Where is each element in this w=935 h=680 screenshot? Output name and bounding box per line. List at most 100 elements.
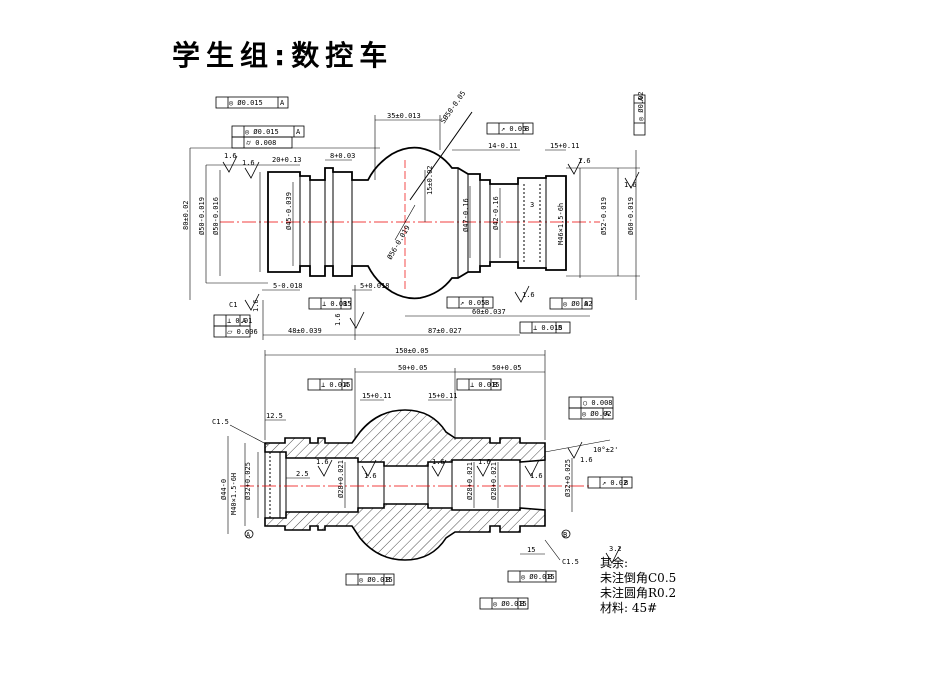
dim-15-lower: 15 [527,546,535,554]
notes-line-material: 材料: 45# [600,601,658,615]
dim-phi42: Ø42-0.16 [492,196,500,230]
datum-b: B [563,531,567,539]
dim-angle: 10°±2' [593,446,618,454]
upper-view [189,94,646,340]
dim-phi52: Ø52-0.019 [600,197,608,235]
upper-frame-6-datum: B [343,300,347,308]
dim-48: 48±0.039 [288,327,322,335]
upper-frame-9-datum: B [485,299,489,307]
lower-frame-4-datum: A [605,410,610,418]
notes-line-chamfer: 未注倒角C0.5 [600,571,677,585]
upper-frame-4-datum: B [525,125,529,133]
dim-phi50b: Ø50-0.016 [212,197,220,235]
lower-frame-7-value: ◎ Ø0.015 [521,573,555,581]
chamfer-c1-5-right: C1.5 [562,558,579,566]
dim-60: 60±0.037 [472,308,506,316]
roughness-l4: 1.6 [478,458,491,466]
upper-frame-1-datum: A [280,99,285,107]
lower-frame-1-datum: A [344,381,349,389]
dim-phi47: Ø47-0.16 [462,198,470,232]
upper-frame-2-value: ◎ Ø0.015 [245,128,279,136]
dim-phi28c: Ø28+0.021 [490,462,498,500]
roughness-u4: 1.6 [578,157,591,165]
dim-phi50a: Ø50-0.019 [198,197,206,235]
roughness-l1: 1.6 [316,458,329,466]
upper-frame-7-datum: A [242,317,247,325]
dim-50a: 50+0.05 [398,364,428,372]
upper-frame-8-value: ⏥ 0.006 [227,328,258,336]
lower-frame-6-datum: B [386,576,390,584]
dim-phi60: Ø60-0.019 [627,197,635,235]
dim-15b-lower: 15+0.11 [428,392,458,400]
datum-a: A [246,531,251,539]
lower-frame-6-value: ◎ Ø0.015 [359,576,393,584]
dim-87: 87±0.027 [428,327,462,335]
dim-phi32-right: Ø32+0.025 [564,459,572,497]
page-title: 学生组:数控车 [172,39,394,72]
technical-notes: 其余: 未注倒角C0.5 未注圆角R0.2 材料: 45# [600,556,676,616]
notes-line-other: 其余: [600,556,629,570]
dim-8: 8+0.03 [330,152,355,160]
roughness-u7: 1.6 [252,299,260,312]
dim-80: 80±0.02 [182,200,190,230]
dim-14: 14-0.11 [488,142,518,150]
dim-5a: 5-0.018 [273,282,303,290]
chamfer-c1: C1 [229,301,237,309]
chamfer-c1-5-left: C1.5 [212,418,229,426]
dim-phi28a: Ø28+0.021 [337,460,345,498]
upper-frame-4-value: ↗ 0.05 [501,125,526,133]
roughness-u5: 1.6 [624,181,637,189]
dim-15: 15±0.02 [426,165,434,195]
dim-m40: M40×1.5-6H [230,473,238,515]
upper-frame-2-datum: A [296,128,301,136]
lower-frame-2-value: ⊥ 0.015 [470,381,500,389]
dim-phi56: Ø56-0.019 [386,224,412,261]
upper-shaft-outline [267,146,567,300]
dim-12-5: 12.5 [266,412,283,420]
lower-frame-5-value: ↗ 0.02 [602,479,627,487]
upper-frame-9-value: ↗ 0.05 [460,299,485,307]
lower-frame-5-datum: B [624,479,628,487]
dim-phi32-left: Ø32+0.025 [244,462,252,500]
upper-frame-10-datum: A [584,300,589,308]
roughness-u2: 1.6 [242,159,255,167]
roughness-l2: 1.6 [364,472,377,480]
lower-section [264,409,546,467]
upper-frame-3-value: ⌭ 0.008 [246,139,276,147]
lower-frame-8-datum: B [520,600,524,608]
upper-frame-11-value: ⊥ 0.015 [533,324,563,332]
notes-line-fillet: 未注圆角R0.2 [600,586,677,600]
lower-view [227,350,633,610]
upper-frame-10-value: ◎ Ø0.02 [563,300,593,308]
dim-2-5: 2.5 [296,470,309,478]
lower-frame-2-datum: B [493,381,497,389]
dim-15a: 15+0.11 [362,392,392,400]
dim-20: 20+0.13 [272,156,302,164]
dim-150: 150±0.05 [395,347,429,355]
lower-view-labels: 150±0.05 50+0.05 50+0.05 15+0.11 15+0.11… [212,347,628,608]
upper-frame-6-value: ⊥ 0.015 [322,300,352,308]
lower-frame-7-datum: B [548,573,552,581]
dim-sphere: SØ50-0.05 [439,89,467,125]
dim-3: 3 [530,201,534,209]
dim-phi45: Ø45-0.039 [285,192,293,230]
upper-frame-1-value: ◎ Ø0.015 [229,99,263,107]
upper-frame-5-value: ◎ Ø0.02 [637,91,645,121]
roughness-l5: 1.6 [530,472,543,480]
lower-frame-8-value: ◎ Ø0.015 [493,600,527,608]
roughness-l6: 1.6 [580,456,593,464]
roughness-u3: 1.6 [522,291,535,299]
upper-frame-7-value: ⊥ 0.01 [227,317,252,325]
dim-phi28b: Ø28+0.021 [466,462,474,500]
roughness-u6: 1.6 [334,313,342,326]
roughness-general: 3.2 [609,545,622,553]
lower-frame-3-value: ○ 0.008 [583,399,613,407]
dim-50b: 50+0.05 [492,364,522,372]
dim-15b: 15+0.11 [550,142,580,150]
dim-phi44: Ø44-0 [220,479,228,500]
lower-frame-1-value: ⊥ 0.015 [321,381,351,389]
roughness-u1: 1.6 [224,152,237,160]
dim-m46: M46×1.5-6h [557,203,565,245]
lower-frame-4-value: ◎ Ø0.02 [582,410,612,418]
